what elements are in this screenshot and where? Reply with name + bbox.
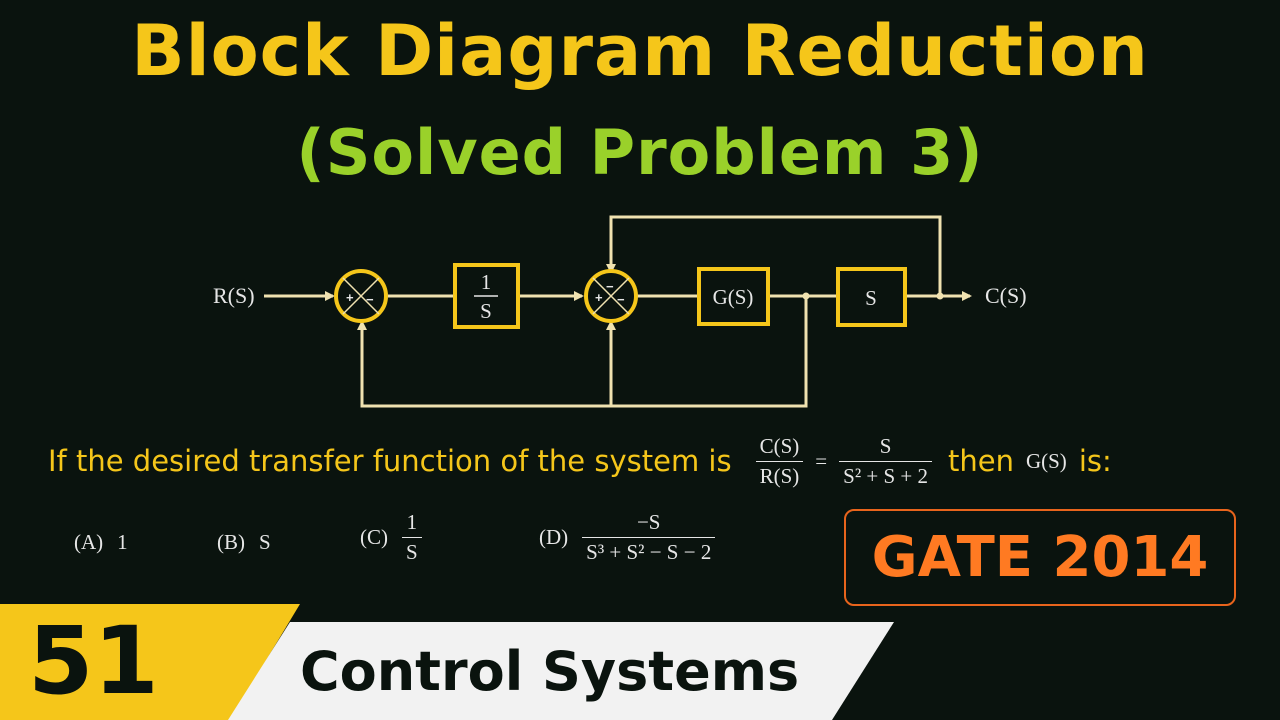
- option-a: (A) 1: [74, 530, 128, 555]
- s-block: S: [836, 267, 907, 327]
- question-line: If the desired transfer function of the …: [48, 432, 1248, 490]
- subtitle: (Solved Problem 3): [296, 116, 984, 189]
- rhs-fraction: S S² + S + 2: [839, 434, 932, 489]
- summing-junction-1: + −: [334, 269, 388, 323]
- integrator-denominator: S: [480, 299, 492, 323]
- sum2-minus-right-sign: −: [617, 292, 625, 307]
- rhs-denominator: S² + S + 2: [839, 460, 932, 489]
- option-c-label: (C): [360, 525, 388, 549]
- option-c-fraction: 1 S: [402, 510, 422, 565]
- series-title: Control Systems: [300, 639, 800, 703]
- top-feedback-line: [606, 215, 942, 296]
- option-c: (C) 1 S: [360, 510, 422, 565]
- bottom-feedback-line: [357, 296, 808, 408]
- option-a-value: 1: [117, 530, 128, 554]
- input-label: R(S): [213, 283, 255, 308]
- question-prefix: If the desired transfer function of the …: [48, 444, 732, 478]
- rhs-numerator: S: [879, 433, 892, 458]
- option-c-numerator: 1: [406, 510, 418, 534]
- option-c-denominator: S: [402, 537, 422, 565]
- lhs-numerator: C(S): [759, 433, 800, 458]
- question-suffix: is:: [1078, 444, 1112, 478]
- summing-junction-2: + − −: [584, 269, 638, 323]
- question-mid: then: [947, 444, 1014, 478]
- series-banner: [228, 622, 894, 720]
- option-a-label: (A): [74, 530, 104, 554]
- sum1-plus-sign: +: [346, 290, 354, 305]
- option-d-numerator: −S: [636, 510, 661, 534]
- gate-year-badge: GATE 2014: [844, 509, 1236, 606]
- equals-sign: =: [815, 448, 828, 473]
- sum2-minus-top-sign: −: [606, 279, 614, 294]
- option-d-fraction: −S S³ + S² − S − 2: [582, 510, 716, 565]
- option-b: (B) S: [217, 530, 271, 555]
- option-d-denominator: S³ + S² − S − 2: [582, 537, 716, 565]
- integrator-numerator: 1: [481, 270, 492, 294]
- title: Block Diagram Reduction: [131, 10, 1149, 92]
- takeoff-point-1: [802, 292, 810, 300]
- lhs-fraction: C(S) R(S): [755, 433, 804, 489]
- sum2-plus-sign: +: [595, 290, 603, 305]
- s-block-label: S: [865, 286, 877, 310]
- block-diagram: + − + − − 1 S G(S) S R(S) C(S): [213, 215, 1027, 408]
- g-label-inline: G(S): [1025, 448, 1067, 473]
- output-label: C(S): [985, 283, 1027, 308]
- g-block: G(S): [697, 267, 770, 326]
- lhs-denominator: R(S): [755, 460, 804, 489]
- option-b-value: S: [259, 530, 271, 554]
- sum1-minus-sign: −: [366, 292, 374, 307]
- option-d-label: (D): [539, 525, 569, 549]
- integrator-block: 1 S: [453, 263, 520, 329]
- g-block-label: G(S): [713, 285, 754, 309]
- takeoff-point-2: [936, 292, 944, 300]
- episode-number: 51: [28, 606, 159, 716]
- option-d: (D) −S S³ + S² − S − 2: [539, 510, 716, 565]
- option-b-label: (B): [217, 530, 245, 554]
